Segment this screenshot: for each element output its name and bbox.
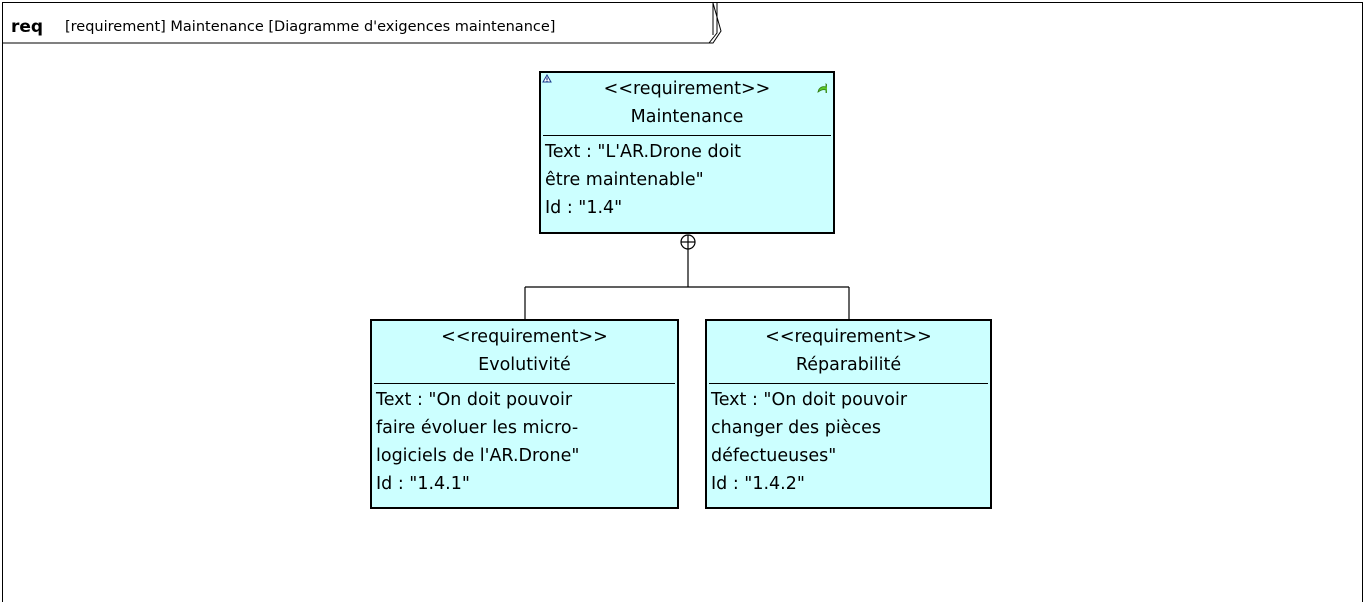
requirement-id: Id : "1.4.1" bbox=[376, 474, 470, 494]
requirement-stereotype: <<requirement>> bbox=[441, 327, 608, 347]
requirement-id: Id : "1.4.2" bbox=[711, 474, 805, 494]
requirement-stereotype: <<requirement>> bbox=[603, 79, 771, 99]
requirement-text-line: défectueuses" bbox=[711, 446, 837, 466]
requirement-text-line: changer des pièces bbox=[711, 418, 881, 438]
requirement-text-line: Text : "On doit pouvoir bbox=[376, 390, 573, 410]
requirement-text-line: Text : "L'AR.Drone doit bbox=[545, 142, 742, 162]
requirement-name[interactable]: Maintenance bbox=[630, 107, 744, 127]
requirement-text-line: Text : "On doit pouvoir bbox=[711, 390, 908, 410]
requirement-header: <<requirement>> Maintenance bbox=[543, 73, 831, 136]
frame-tab-outline bbox=[3, 3, 722, 44]
diagram-kind-label: req bbox=[11, 17, 44, 37]
requirement-maintenance[interactable]: <<requirement>> Maintenance Text : "L'AR… bbox=[539, 71, 835, 234]
requirement-header: <<requirement>> Evolutivité bbox=[374, 321, 675, 384]
requirement-stereotype: <<requirement>> bbox=[765, 327, 932, 347]
requirement-reparabilite[interactable]: <<requirement>> Réparabilité Text : "On … bbox=[705, 319, 992, 509]
requirement-properties: Text : "On doit pouvoir faire évoluer le… bbox=[372, 384, 677, 498]
requirement-text-line: logiciels de l'AR.Drone" bbox=[376, 446, 580, 466]
requirement-header: <<requirement>> Réparabilité bbox=[709, 321, 988, 384]
requirement-id: Id : "1.4" bbox=[545, 198, 623, 218]
requirement-text-line: être maintenable" bbox=[545, 170, 704, 190]
requirement-properties: Text : "On doit pouvoir changer des pièc… bbox=[707, 384, 990, 498]
requirement-properties: Text : "L'AR.Drone doit être maintenable… bbox=[541, 136, 833, 222]
requirement-text-line: faire évoluer les micro- bbox=[376, 418, 579, 438]
info-icon bbox=[542, 74, 552, 83]
diagram-title: [requirement] Maintenance [Diagramme d'e… bbox=[65, 19, 556, 35]
requirement-name[interactable]: Evolutivité bbox=[478, 355, 571, 375]
derive-arrow-icon[interactable] bbox=[817, 83, 827, 93]
requirement-name[interactable]: Réparabilité bbox=[795, 355, 902, 375]
requirement-evolutivite[interactable]: <<requirement>> Evolutivité Text : "On d… bbox=[370, 319, 679, 509]
